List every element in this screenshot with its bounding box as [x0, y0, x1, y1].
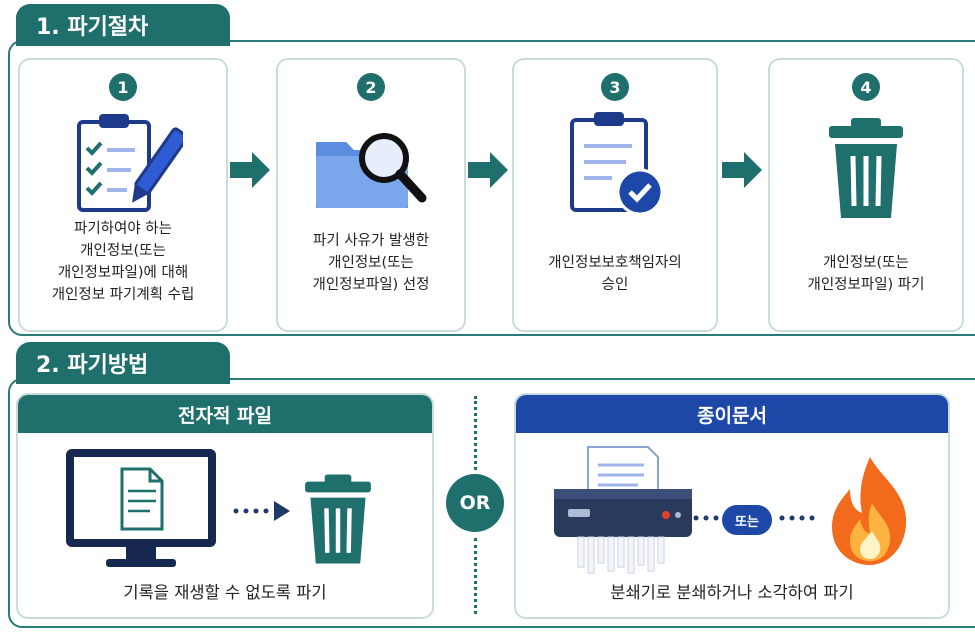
section1-frame	[8, 40, 975, 336]
folder-magnifier-icon	[316, 133, 427, 208]
step-1-line: 개인정보파일)에 대해	[57, 265, 189, 281]
electronic-file-desc: 기록을 재생할 수 없도록 파기	[123, 583, 327, 602]
step-3-text: 개인정보보호책임자의 승인	[518, 252, 712, 296]
separator-dots-top	[474, 396, 480, 470]
electronic-file-title: 전자적 파일	[18, 395, 432, 433]
separator-dots-bottom	[474, 538, 480, 614]
step-3-line: 승인	[601, 277, 629, 293]
step-4-card: 4 개인정보(또는 개인정보파일) 파기	[768, 58, 964, 332]
paper-document-title-text: 종이문서	[697, 404, 767, 427]
step-2-line: 개인정보(또는	[328, 255, 414, 271]
step-3-number: 3	[601, 73, 629, 101]
electronic-file-title-text: 전자적 파일	[177, 404, 272, 427]
electronic-file-panel: 전자적 파일 기록을 재생할 수 없도록 파기	[16, 393, 434, 619]
monitor-document-icon	[66, 449, 216, 567]
fire-icon	[832, 457, 907, 565]
step-4-line: 개인정보(또는	[823, 255, 909, 271]
step-4-line: 개인정보파일) 파기	[807, 277, 925, 293]
paper-document-title: 종이문서	[516, 395, 948, 433]
section2-title-text: 2. 파기방법	[36, 353, 149, 378]
step-1-line: 개인정보(또는	[80, 243, 166, 259]
step-4-text: 개인정보(또는 개인정보파일) 파기	[774, 252, 958, 296]
step-1-card: 1 파기하여야 하는 개인정보(또는 개인정보파일)에 대해 개인정보 파기계획…	[18, 58, 228, 332]
trash-bin-icon	[829, 118, 903, 218]
step-2-line: 개인정보파일) 선정	[312, 277, 430, 293]
trash-bin-icon	[305, 474, 371, 564]
section2-title: 2. 파기방법	[16, 342, 230, 384]
step-3-card: 3 개인정보보호책임자의 승인	[512, 58, 718, 332]
arrow-right-icon	[468, 152, 508, 188]
or-badge: OR	[446, 474, 504, 532]
step-2-number: 2	[357, 73, 385, 101]
step-4-number: 4	[852, 73, 880, 101]
step-2-card: 2 파기 사유가 발생한 개인정보(또는 개인정보파일) 선정	[276, 58, 466, 332]
step-1-line: 개인정보 파기계획 수립	[51, 287, 195, 303]
step-2-text: 파기 사유가 발생한 개인정보(또는 개인정보파일) 선정	[282, 230, 460, 296]
section1-title-text: 1. 파기절차	[36, 15, 149, 40]
clipboard-pen-icon	[77, 114, 183, 212]
step-3-line: 개인정보보호책임자의	[548, 255, 682, 271]
step-1-number: 1	[109, 73, 137, 101]
section2-frame	[8, 378, 975, 628]
or-connector-badge: 또는	[722, 505, 772, 535]
arrow-right-icon	[230, 152, 270, 188]
clipboard-check-icon	[570, 112, 664, 216]
paper-shredder-icon	[554, 446, 692, 574]
paper-document-desc: 분쇄기로 분쇄하거나 소각하여 파기	[610, 583, 854, 602]
step-2-line: 파기 사유가 발생한	[313, 233, 429, 249]
section1-title: 1. 파기절차	[16, 4, 230, 46]
dotted-line-right	[779, 515, 815, 521]
dotted-arrow-icon	[233, 501, 290, 521]
step-1-line: 파기하여야 하는	[74, 221, 172, 237]
step-1-text: 파기하여야 하는 개인정보(또는 개인정보파일)에 대해 개인정보 파기계획 수…	[24, 218, 222, 306]
arrow-right-icon	[722, 152, 762, 188]
